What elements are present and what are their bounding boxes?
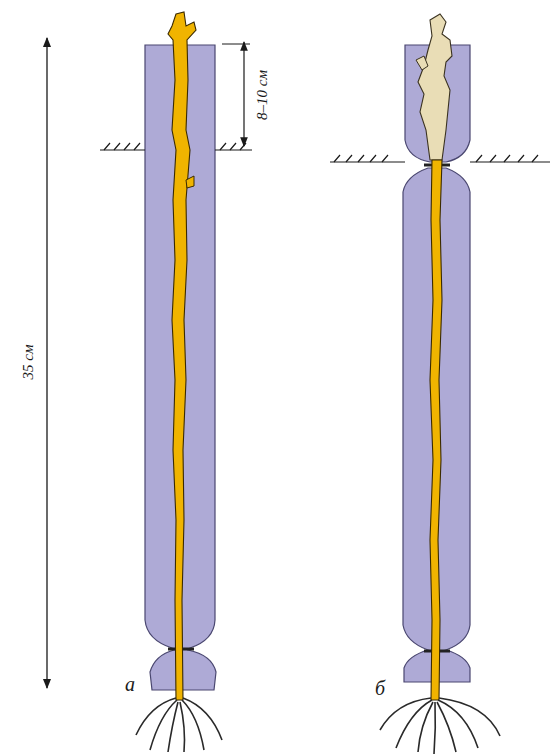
seedling-a (136, 12, 222, 752)
figure-letter: а (123, 673, 137, 695)
dimension-line (243, 42, 244, 146)
extension-line (222, 44, 250, 45)
dimension-line (46, 38, 47, 688)
ground-line (330, 155, 550, 162)
figure-letter: б (373, 677, 387, 699)
ground-line (100, 143, 252, 150)
dimension-label: 35 см (20, 343, 37, 382)
seedling-b (380, 14, 500, 754)
dimension-label: 8–10 см (254, 68, 271, 122)
